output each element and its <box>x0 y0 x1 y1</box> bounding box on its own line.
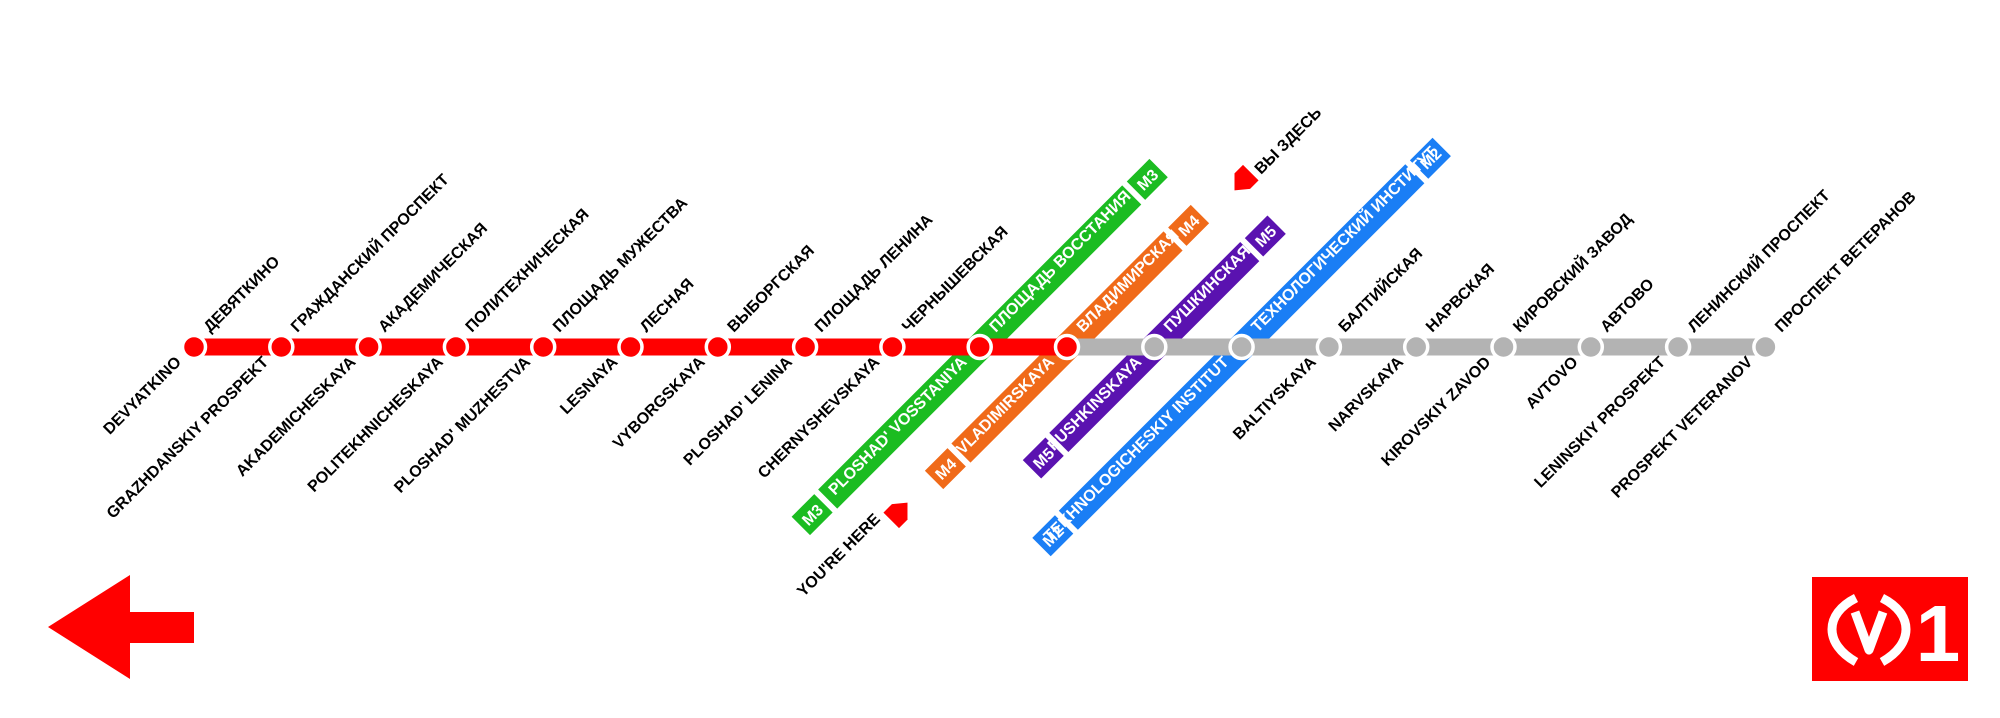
transfer-badge-bg <box>1244 215 1286 257</box>
station-dot <box>1141 333 1168 361</box>
direction-arrow-icon <box>48 575 194 679</box>
transfer-line-badge: M2 <box>1032 515 1074 557</box>
station-name-en: PROSPEKT VETERANOV <box>1608 354 1756 502</box>
arrow-left-icon <box>48 575 194 679</box>
station-dot <box>1228 333 1255 361</box>
station-dot <box>180 333 208 361</box>
station-name-ru: ДЕВЯТКИНО <box>201 253 284 336</box>
station-name-en: LESNAYA <box>557 353 621 417</box>
transfer-line-badge: M3 <box>791 494 833 536</box>
station-dot <box>268 333 295 361</box>
station-dot <box>1490 333 1517 361</box>
stations <box>180 333 1779 361</box>
station-dot <box>529 333 557 361</box>
metro-logo-icon <box>1827 593 1911 666</box>
line-badge-background <box>1812 577 1968 681</box>
transfer-badge-bg <box>1022 437 1064 479</box>
transfer-badge-bg <box>1409 137 1451 179</box>
transfer-line-badge: M5 <box>1244 215 1286 257</box>
station-dot <box>1053 333 1081 361</box>
transfer-badge-bg <box>1126 158 1168 200</box>
station-name-ru: ПРОСПЕКТ ВЕТЕРАНОВ <box>1772 188 1919 335</box>
station-dot <box>966 333 993 361</box>
transfer-line-badge: M4 <box>924 448 966 490</box>
station-name-ru: НАРВСКАЯ <box>1423 261 1498 336</box>
transfer-badge-bg <box>1032 515 1074 557</box>
station-name-ru: ГРАЖДАНСКИЙ ПРОСПЕКТ <box>287 170 453 336</box>
station-dot <box>791 333 819 361</box>
station-name-en: AVTOVO <box>1523 354 1582 413</box>
station-name-ru: ВЫБОРГСКАЯ <box>725 242 818 335</box>
transfer-line-badge: M3 <box>1126 158 1168 200</box>
station-dot <box>879 333 906 361</box>
station-dot <box>1664 333 1692 361</box>
station-dot <box>355 333 382 361</box>
you-are-here-ru: ВЫ ЗДЕСЬ <box>1252 104 1325 177</box>
station-name-ru: ЛЕНИНСКИЙ ПРОСПЕКТ <box>1683 186 1833 336</box>
station-name-en: DEVYATKINO <box>101 354 185 438</box>
transfer-badge-bg <box>1168 204 1210 246</box>
you-are-here-marker-ru: ВЫ ЗДЕСЬ <box>1234 104 1325 191</box>
station-dot <box>442 333 470 361</box>
station-name-ru: ЛЕСНАЯ <box>637 276 697 336</box>
transfer-badge-bg <box>924 448 966 490</box>
line-number: 1 <box>1916 589 1961 678</box>
station-dot <box>617 333 644 361</box>
station-name-en: NARVSKAYA <box>1326 353 1408 435</box>
station-dot <box>1752 333 1779 361</box>
pin-icon <box>1234 164 1259 191</box>
station-dot <box>704 333 732 361</box>
station-name-en: BALTIYSKAYA <box>1230 353 1320 443</box>
station-dot <box>1577 333 1605 361</box>
station-dot <box>1315 333 1343 361</box>
station-dot <box>1402 333 1430 361</box>
station-name-en: VYBORGSKAYA <box>610 353 709 452</box>
pin-icon <box>883 502 908 529</box>
station-name-ru: АВТОВО <box>1598 276 1658 336</box>
transfer-line-badge: M2 <box>1409 137 1451 179</box>
line-badge: 1 <box>1812 577 1968 681</box>
station-name-en: GRAZHDANSKIY PROSPEKT <box>104 354 272 522</box>
transfer-badge-bg <box>791 494 833 536</box>
